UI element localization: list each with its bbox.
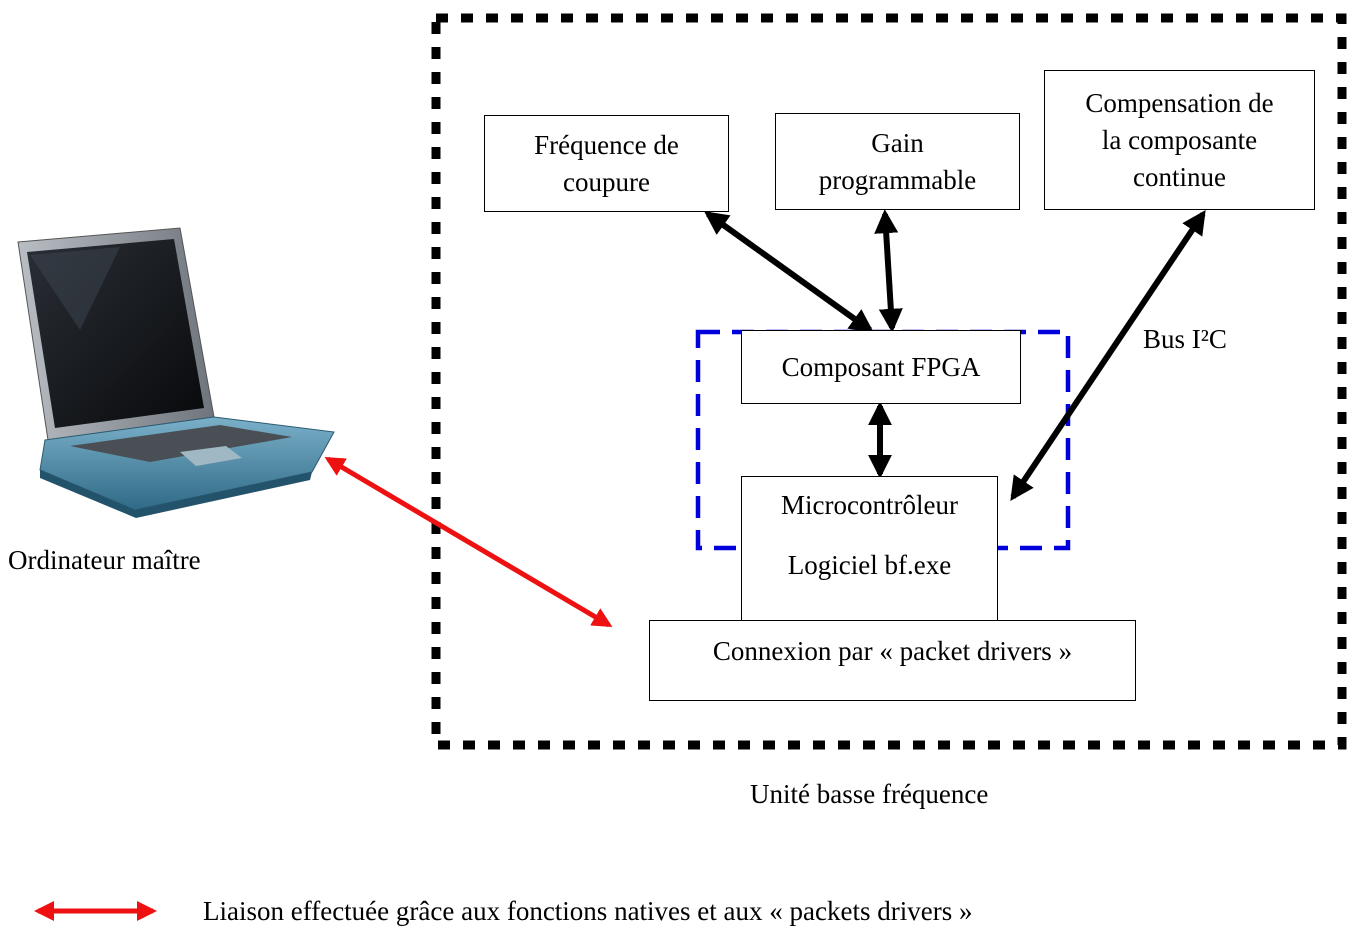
bus-label: Bus I²C <box>1143 324 1227 354</box>
box-dc-compensation: Compensation de la composante continue <box>1044 70 1315 210</box>
box-programmable-gain: Gain programmable <box>775 113 1020 210</box>
box-cutoff-frequency: Fréquence de coupure <box>484 115 729 212</box>
fpga-label: Composant FPGA <box>781 351 981 382</box>
box-microcontroller: Microcontrôleur Logiciel bf.exe <box>741 476 998 622</box>
box-fpga: Composant FPGA <box>741 330 1021 404</box>
dc-line-2: la composante <box>1101 124 1258 155</box>
arrow-cutoff-fpga <box>704 211 874 333</box>
dc-line-3: continue <box>1133 161 1226 192</box>
software-label: Logiciel bf.exe <box>787 550 952 580</box>
arrow-i2c-bus <box>1010 210 1206 501</box>
gain-line-2: programmable <box>818 164 977 195</box>
unit-label: Unité basse fréquence <box>750 779 989 809</box>
cutoff-line-1: Fréquence de <box>534 129 679 160</box>
arrow-gain-fpga <box>874 209 903 333</box>
unit-boundary <box>431 13 1347 750</box>
gain-line-1: Gain <box>871 127 924 158</box>
box-packet-drivers-connection: Connexion par « packet drivers » <box>649 620 1136 701</box>
mcu-label: Microcontrôleur <box>781 490 958 520</box>
dc-line-1: Compensation de <box>1085 87 1274 118</box>
cutoff-line-2: coupure <box>563 166 650 197</box>
legend-text: Liaison effectuée grâce aux fonctions na… <box>203 896 973 926</box>
laptop-icon <box>17 227 335 518</box>
connection-label: Connexion par « packet drivers » <box>712 636 1073 666</box>
computer-label: Ordinateur maître <box>8 545 201 575</box>
link-arrow <box>324 456 613 628</box>
